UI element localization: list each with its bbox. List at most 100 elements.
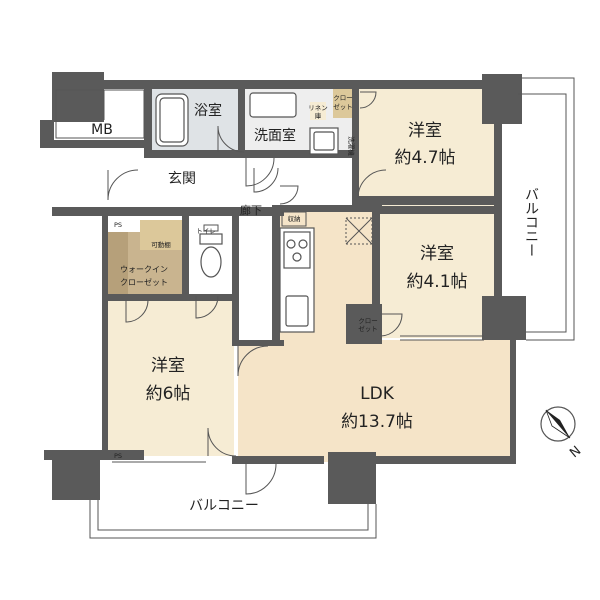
label-balcony-south: バルコニー <box>189 498 259 514</box>
wall-bath-left <box>144 88 152 152</box>
bathtub-inner <box>159 97 185 143</box>
label-washing-machine: 洗濯機 <box>347 136 356 156</box>
label-closet-top-2: ゼット <box>333 102 353 111</box>
label-ldk-name: LDK <box>360 384 395 404</box>
wall-bottom-mid <box>232 456 324 464</box>
stove <box>283 231 311 269</box>
wall-mb-left <box>40 120 54 144</box>
toilet-paper <box>203 224 219 232</box>
pillar-bottom-left <box>52 450 100 500</box>
western-room-1-floor <box>358 88 498 206</box>
pillar-top-right <box>482 74 522 124</box>
western-room-2-floor <box>378 214 496 338</box>
door-hallway <box>253 167 279 193</box>
label-ldk-size: 約13.7帖 <box>341 412 413 432</box>
mb-area <box>55 89 145 139</box>
label-storage: 収納 <box>288 214 301 223</box>
vanity <box>249 92 297 118</box>
label-room3-name: 洋室 <box>151 356 185 376</box>
wall-wash-room1 <box>352 88 359 198</box>
door-entrance <box>107 169 139 201</box>
wall-ldk-top-left <box>232 340 284 346</box>
wall-kitchen-top <box>280 205 382 212</box>
label-mb: MB <box>91 122 113 138</box>
label-hallway: 廊下 <box>240 203 262 217</box>
wall-toilet-right <box>232 216 239 346</box>
burner-1 <box>286 239 296 249</box>
label-closet-top-1: クロー <box>333 94 353 102</box>
compass-label: N <box>567 443 584 461</box>
label-wic-line2: クローゼット <box>120 277 168 287</box>
door-closet-top <box>359 91 377 109</box>
burner-3 <box>292 252 302 262</box>
door-bath <box>217 125 245 153</box>
wall-left <box>102 207 108 457</box>
label-movable-shelf: 可動棚 <box>151 240 171 249</box>
wall-ldk-window <box>510 340 516 462</box>
door-washroom <box>245 157 275 187</box>
wall-closet-toilet <box>182 216 189 296</box>
compass: N <box>540 406 584 461</box>
balcony-south-inner <box>97 500 369 531</box>
door-room1 <box>357 169 387 199</box>
label-ps-bottom: PS <box>114 452 122 460</box>
hood-cross-2 <box>345 217 373 245</box>
toilet-tank <box>199 233 223 245</box>
closet-top-floor <box>333 88 353 118</box>
western-room-3-floor <box>102 300 234 456</box>
door-toilet <box>195 295 219 319</box>
wall-right <box>494 120 502 340</box>
door-room3 <box>207 427 237 457</box>
label-ps-top: PS <box>114 221 122 229</box>
door-closet-mid <box>379 313 403 337</box>
label-balcony-east: バルコニー <box>523 187 539 257</box>
door-closet <box>125 299 149 323</box>
wall-room3-top <box>102 294 232 301</box>
movable-shelf-floor <box>140 220 182 250</box>
label-bath: 浴室 <box>194 102 222 119</box>
wall-mb-bottom <box>40 140 150 148</box>
label-room1-name: 洋室 <box>408 121 442 141</box>
pillar-right-mid <box>482 296 526 340</box>
label-entrance: 玄関 <box>168 170 196 187</box>
door-ldk <box>237 345 269 377</box>
label-wic-line1: ウォークイン <box>120 265 168 274</box>
label-room1-size: 約4.7帖 <box>394 148 455 168</box>
wall-room2-closet <box>346 304 382 344</box>
label-toilet: トイレ <box>196 227 216 235</box>
balcony-east-outline <box>522 77 575 341</box>
wall-room2-top <box>380 206 496 214</box>
wall-kitchen-left <box>272 205 280 345</box>
door-balcony-south <box>245 463 277 495</box>
wall-bath-bottom <box>144 150 358 158</box>
label-linen-2: 庫 <box>315 111 322 120</box>
label-linen-1: リネン <box>308 104 328 112</box>
kitchen-sink <box>285 295 309 327</box>
storage-box <box>281 211 307 227</box>
balcony-east-inner <box>518 93 567 333</box>
label-room2-size: 約4.1帖 <box>406 272 467 292</box>
label-room2-name: 洋室 <box>420 244 454 264</box>
wall-top <box>104 80 500 89</box>
compass-needle-light <box>545 409 571 439</box>
door-storage <box>279 185 299 205</box>
wall-bottom-right <box>376 456 516 464</box>
washing-machine-drum <box>313 131 335 151</box>
label-room3-size: 約6帖 <box>146 384 191 404</box>
label-closet-mid-1: クロー <box>358 317 378 325</box>
wall-bath-wash <box>238 88 245 158</box>
linen-floor <box>310 102 326 120</box>
toilet-bowl <box>200 246 222 278</box>
wall-top-left-block <box>52 72 104 122</box>
label-washroom: 洗面室 <box>254 127 296 144</box>
wall-room1-bottom <box>352 196 500 205</box>
hood-area <box>345 217 373 245</box>
wall-mid-horizontal <box>52 207 284 216</box>
label-closet-mid-2: ゼット <box>358 324 378 333</box>
wall-room2-left <box>372 210 380 312</box>
closet-side-panel <box>106 232 128 296</box>
burner-2 <box>298 239 308 249</box>
pillar-bottom-right <box>328 452 376 504</box>
balcony-south-outline <box>89 500 377 539</box>
